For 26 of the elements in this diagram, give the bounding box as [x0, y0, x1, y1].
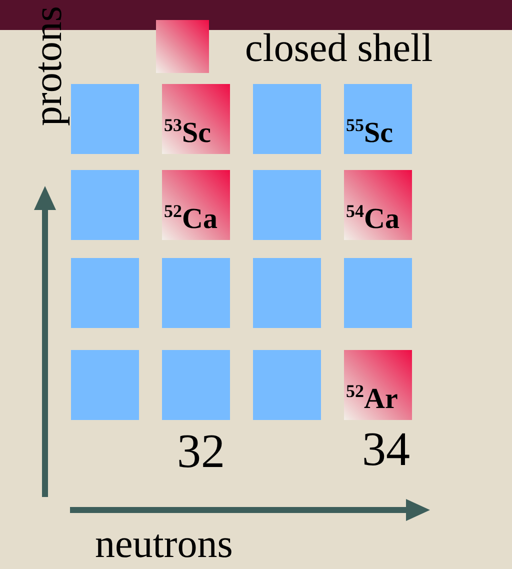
isotope-label: $^{52}$Ar: [346, 384, 398, 414]
nuclide-square: [344, 350, 412, 420]
tick-label: 32: [177, 428, 225, 476]
tick-label: 34: [362, 426, 410, 474]
isotope-label: $^{52}$Ca: [164, 204, 218, 234]
nuclide-square: [253, 170, 321, 240]
nuclide-square: [344, 170, 412, 240]
nuclide-square: [162, 170, 230, 240]
nuclide-square: [162, 84, 230, 154]
nuclide-square: [162, 350, 230, 420]
nuclide-square: [71, 258, 139, 328]
nuclide-square: [344, 84, 412, 154]
nuclide-square: [253, 350, 321, 420]
nuclide-square: [71, 84, 139, 154]
nuclide-square: [253, 258, 321, 328]
axis-title: neutrons: [95, 524, 233, 564]
nuclide-square: [162, 258, 230, 328]
nuclide-square: [71, 350, 139, 420]
legend-label: closed shell: [245, 28, 433, 68]
nuclide-square: [344, 258, 412, 328]
isotope-label: $^{54}$Ca: [346, 204, 400, 234]
isotope-label: $^{55}$Sc: [346, 118, 393, 148]
axis-title: protons: [28, 6, 68, 126]
nuclide-square: [71, 170, 139, 240]
nuclide-square: [253, 84, 321, 154]
isotope-label: $^{53}$Sc: [164, 118, 211, 148]
